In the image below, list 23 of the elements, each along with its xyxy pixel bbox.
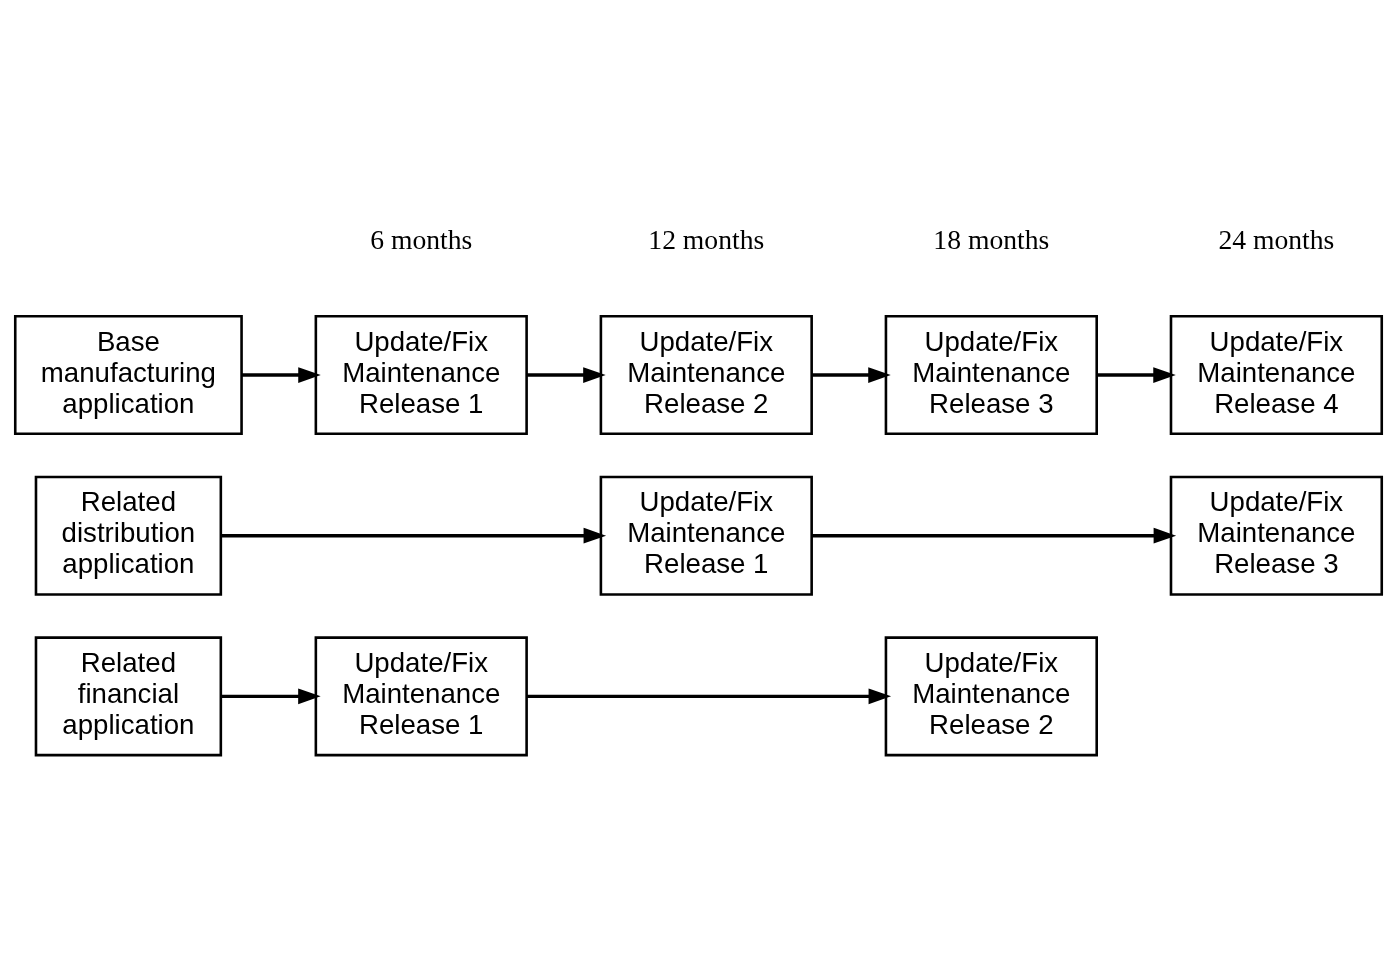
node-box: Update/Fix Maintenance Release 3 [1169, 475, 1384, 596]
node-box: Update/Fix Maintenance Release 2 [884, 635, 1098, 756]
arrow [527, 366, 606, 383]
node-box: Update/Fix Maintenance Release 4 [1169, 314, 1384, 435]
arrow [526, 687, 892, 704]
arrow [242, 366, 321, 383]
node-box: Base manufacturing application [13, 314, 243, 435]
node-box: Related distribution application [34, 475, 223, 596]
node-box: Update/Fix Maintenance Release 1 [314, 635, 528, 756]
arrow [221, 527, 607, 544]
label: 12 months [648, 223, 765, 255]
label: 6 months [370, 223, 473, 255]
arrow [811, 527, 1177, 544]
node-box: Update/Fix Maintenance Release 2 [599, 314, 813, 435]
label: 24 months [1218, 223, 1335, 255]
arrow [812, 366, 891, 383]
node-box: Update/Fix Maintenance Release 1 [314, 314, 528, 435]
node-box: Update/Fix Maintenance Release 3 [884, 314, 1098, 435]
arrow [1097, 366, 1176, 383]
node-box: Related financial application [34, 635, 223, 756]
arrow [220, 687, 321, 704]
label: 18 months [933, 223, 1050, 255]
node-box: Update/Fix Maintenance Release 1 [599, 475, 813, 596]
